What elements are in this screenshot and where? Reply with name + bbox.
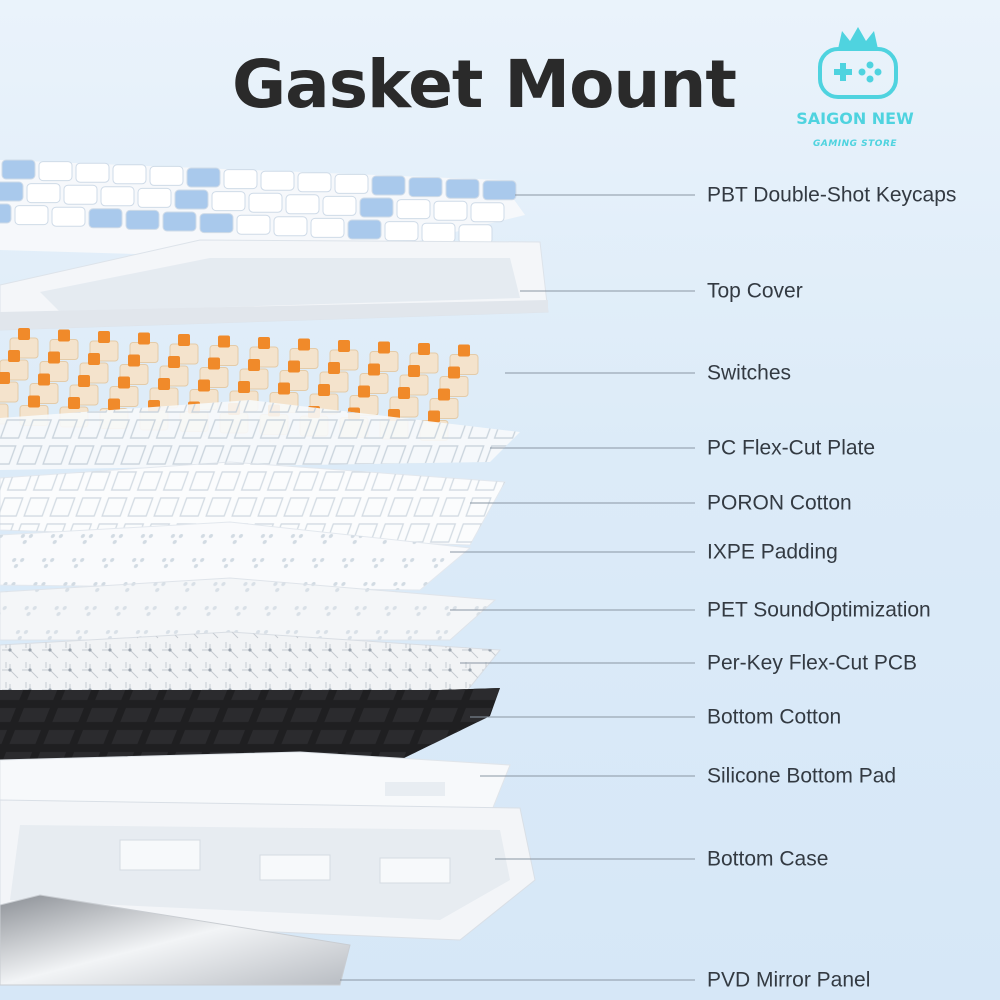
layer-label-9: Silicone Bottom Pad (707, 764, 897, 788)
keycap (458, 224, 493, 245)
keycap (260, 170, 295, 191)
layer-label-5: IXPE Padding (707, 540, 838, 564)
layer-label-11: PVD Mirror Panel (707, 968, 871, 992)
ixpe-padding-layer (0, 521, 472, 591)
keycap (334, 173, 369, 194)
keycaps-layer (0, 159, 525, 260)
keycap (347, 219, 382, 240)
keycap (371, 175, 406, 196)
keycap (445, 178, 480, 199)
keycap (384, 221, 419, 242)
keycap (186, 167, 221, 188)
keycap (285, 194, 320, 215)
keycap (112, 164, 147, 185)
logo-brand-text: SAIGON NEW (796, 109, 914, 128)
keycap (100, 186, 135, 207)
keycap (470, 202, 505, 223)
keycap (137, 187, 172, 208)
keycap (0, 203, 12, 224)
keycap (14, 205, 49, 226)
keycap (310, 217, 345, 238)
layer-label-6: PET SoundOptimization (707, 598, 931, 622)
leader-lines (340, 194, 695, 981)
keycap (51, 206, 86, 227)
keycap (149, 165, 184, 186)
top-cover-layer (0, 239, 549, 331)
keycap (75, 162, 110, 183)
keycap (211, 191, 246, 212)
gamepad-crown-icon (818, 27, 898, 99)
store-logo: SAIGON NEW GAMING STORE (780, 25, 940, 155)
keycap (421, 222, 456, 243)
keycap (482, 180, 517, 201)
pc-plate-layer (0, 400, 520, 470)
poron-cotton-layer (0, 461, 506, 546)
keycap (162, 211, 197, 232)
layer-label-7: Per-Key Flex-Cut PCB (707, 651, 918, 675)
keycap (174, 189, 209, 210)
keycap (433, 200, 468, 221)
keycap (26, 183, 61, 204)
exploded-layers-illustration (0, 159, 695, 986)
keycap (1, 159, 36, 180)
keycap (297, 172, 332, 193)
keycap (223, 169, 258, 190)
keycap (236, 214, 271, 235)
pvd-mirror-layer (0, 894, 351, 986)
keycap (88, 208, 123, 229)
page-title: Gasket Mount (232, 46, 737, 123)
keycap (248, 192, 283, 213)
keycap (38, 161, 73, 182)
layer-label-3: PC Flex-Cut Plate (707, 436, 876, 460)
bottom-case-layer (0, 799, 536, 941)
layer-label-0: PBT Double-Shot Keycaps (707, 183, 957, 207)
layer-label-4: PORON Cotton (707, 491, 852, 515)
switch (0, 372, 19, 403)
layer-label-2: Switches (707, 361, 792, 385)
keycap (125, 209, 160, 230)
keycap (396, 199, 431, 220)
pet-sound-layer (0, 577, 497, 641)
layer-label-1: Top Cover (707, 279, 803, 303)
keycap (273, 216, 308, 237)
keycap (0, 181, 24, 202)
keycap (63, 184, 98, 205)
layer-label-8: Bottom Cotton (707, 705, 842, 729)
logo-tagline-text: GAMING STORE (812, 139, 898, 149)
keycap (322, 195, 357, 216)
keycap (199, 213, 234, 234)
layer-label-10: Bottom Case (707, 847, 829, 871)
keycap (408, 177, 443, 198)
keycap (359, 197, 394, 218)
